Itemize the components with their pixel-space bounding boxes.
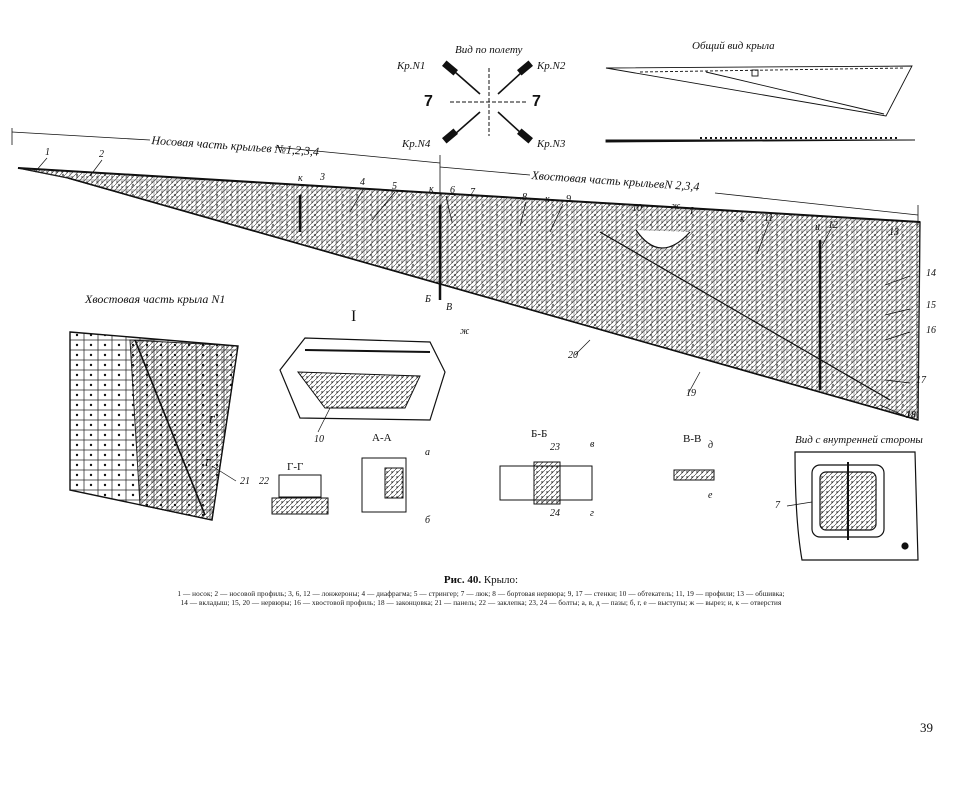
callout-7: 7	[470, 187, 475, 198]
tail-part-wing1-label: Хвостовая часть крыла N1	[85, 292, 226, 306]
callout-14: 14	[926, 268, 936, 279]
callout-zh1: ж	[671, 201, 681, 212]
figure-caption: Рис. 40. Крыло:	[0, 574, 962, 586]
section-aa-label: А-А	[372, 432, 392, 444]
callout-1: 1	[45, 147, 50, 158]
wing-n2-label: Кр.N2	[537, 60, 566, 72]
callout-4: 4	[360, 177, 365, 188]
callout-e1: е	[708, 490, 713, 501]
callout-k2: к	[429, 184, 434, 195]
callout-23: 23	[550, 442, 560, 453]
callout-20: 20	[568, 350, 578, 361]
section-gg-drawing	[271, 474, 329, 515]
callout-17: 17	[916, 375, 926, 386]
inner-side-view-label: Вид с внутренней стороны	[795, 434, 923, 446]
callout-b1: Б	[425, 294, 431, 305]
section-vv-drawing	[673, 469, 715, 481]
section-bb-drawing	[499, 461, 593, 505]
callout-10b: 10	[314, 434, 324, 445]
detail-I-label: I	[351, 308, 357, 325]
callout-24: 24	[550, 508, 560, 519]
section-gg-label: Г-Г	[287, 461, 304, 473]
callout-18: 18	[906, 410, 916, 421]
general-view-title: Общий вид крыла	[692, 40, 775, 52]
callout-11: 11	[764, 213, 774, 224]
wing-main-drawing	[17, 167, 921, 421]
callout-22: 22	[259, 476, 269, 487]
section-vv-label: В-В	[683, 433, 702, 445]
callout-19: 19	[686, 388, 696, 399]
callout-21: 21	[240, 476, 250, 487]
hatch-left-label: 7	[424, 93, 433, 110]
callout-g3: г	[590, 508, 594, 519]
wing-n4-label: Кр.N4	[402, 138, 431, 150]
callout-g2: Г	[205, 458, 211, 469]
section-bb-label: Б-Б	[531, 428, 548, 440]
callout-k3: к	[545, 194, 550, 205]
callout-b2: б	[425, 515, 431, 526]
callout-16: 16	[926, 325, 936, 336]
view-by-flight-diagram	[442, 60, 533, 144]
callout-5: 5	[392, 181, 397, 192]
callout-15: 15	[926, 300, 936, 311]
view-by-flight-title: Вид по полету	[455, 44, 523, 56]
callout-8: 8	[522, 192, 527, 203]
callout-d1: д	[708, 440, 714, 451]
callout-g1: Г	[209, 415, 215, 426]
callout-7b: 7	[775, 500, 780, 511]
callout-v2: в	[590, 439, 595, 450]
callout-I-mark: I	[690, 206, 694, 217]
figure-title: Крыло:	[483, 574, 519, 586]
figure-legend-line2: 14 — вкладыш; 15, 20 — нервюры; 16 — хво…	[180, 599, 782, 607]
detail-I-drawing	[279, 337, 446, 421]
general-wing-view	[605, 65, 916, 143]
callout-9: 9	[566, 194, 571, 205]
section-aa-drawing	[361, 457, 407, 513]
figure-number: Рис. 40.	[443, 574, 482, 586]
wing-n1-label: Кр.N1	[397, 60, 426, 72]
callout-v1: В	[446, 302, 453, 313]
page-number: 39	[920, 720, 933, 735]
callout-k4: к	[740, 214, 745, 225]
tail-part-wing1-drawing	[69, 331, 239, 521]
callout-k1: к	[298, 173, 303, 184]
leader-lines	[34, 157, 911, 507]
callout-13: 13	[889, 227, 899, 238]
wing-n3-label: Кр.N3	[537, 138, 566, 150]
callout-12: 12	[828, 220, 838, 231]
hatch-right-label: 7	[532, 93, 541, 110]
callout-6: 6	[450, 185, 455, 196]
figure-legend-line1: 1 — носок; 2 — носовой профиль; 3, 6, 12…	[177, 590, 785, 598]
callout-a1: а	[425, 447, 430, 458]
callout-10: 10	[632, 203, 642, 214]
callout-3: 3	[320, 172, 325, 183]
inner-side-view-drawing	[794, 451, 919, 561]
callout-i1: и	[815, 222, 820, 233]
callout-zh2: ж	[460, 326, 470, 337]
callout-2: 2	[99, 149, 104, 160]
